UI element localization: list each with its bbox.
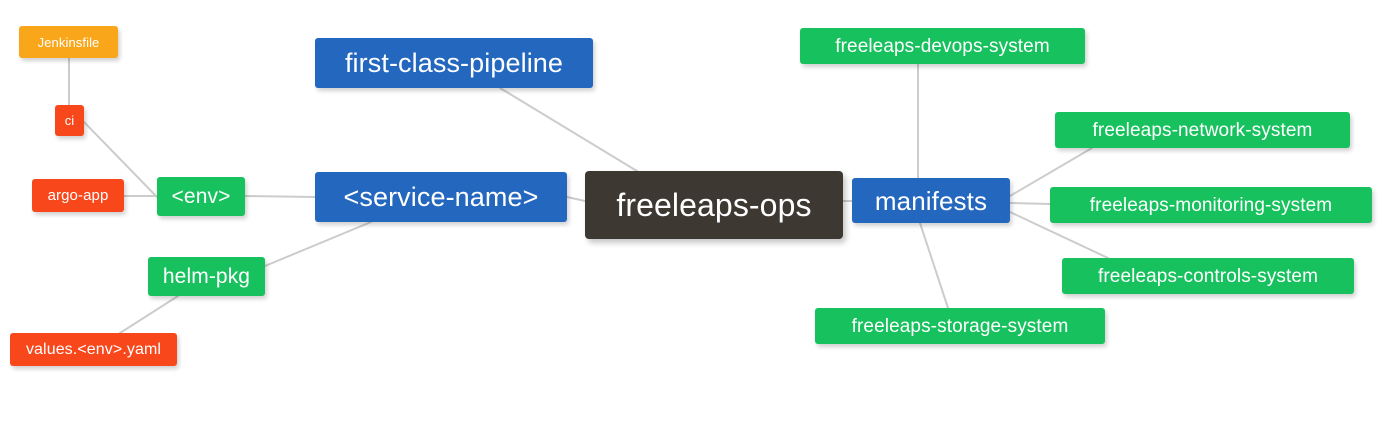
mindmap-node-helm-pkg[interactable]: helm-pkg: [148, 257, 265, 296]
mindmap-node-service-name[interactable]: <service-name>: [315, 172, 567, 222]
edge-pipeline-to-root: [499, 87, 638, 172]
mindmap-node-root[interactable]: freeleaps-ops: [585, 171, 843, 239]
mindmap-node-monitoring[interactable]: freeleaps-monitoring-system: [1050, 187, 1372, 223]
edge-values-yaml-to-helm-pkg: [119, 295, 179, 334]
mindmap-node-controls[interactable]: freeleaps-controls-system: [1062, 258, 1354, 294]
mindmap-node-pipeline[interactable]: first-class-pipeline: [315, 38, 593, 88]
mindmap-node-jenkinsfile[interactable]: Jenkinsfile: [19, 26, 118, 58]
mindmap-node-network[interactable]: freeleaps-network-system: [1055, 112, 1350, 148]
edge-manifests-to-monitoring: [1009, 202, 1051, 205]
mindmap-node-manifests[interactable]: manifests: [852, 178, 1010, 223]
mindmap-node-devops[interactable]: freeleaps-devops-system: [800, 28, 1085, 64]
edge-env-to-service-name: [244, 195, 316, 198]
mindmap-node-values-yaml[interactable]: values.<env>.yaml: [10, 333, 177, 366]
mindmap-node-storage[interactable]: freeleaps-storage-system: [815, 308, 1105, 344]
edge-service-name-to-root: [566, 196, 586, 202]
mindmap-node-ci[interactable]: ci: [55, 105, 84, 136]
mindmap-node-argo-app[interactable]: argo-app: [32, 179, 124, 212]
edge-helm-pkg-to-service-name: [264, 221, 372, 267]
edge-manifests-to-storage: [919, 222, 949, 309]
mindmap-node-env[interactable]: <env>: [157, 177, 245, 216]
